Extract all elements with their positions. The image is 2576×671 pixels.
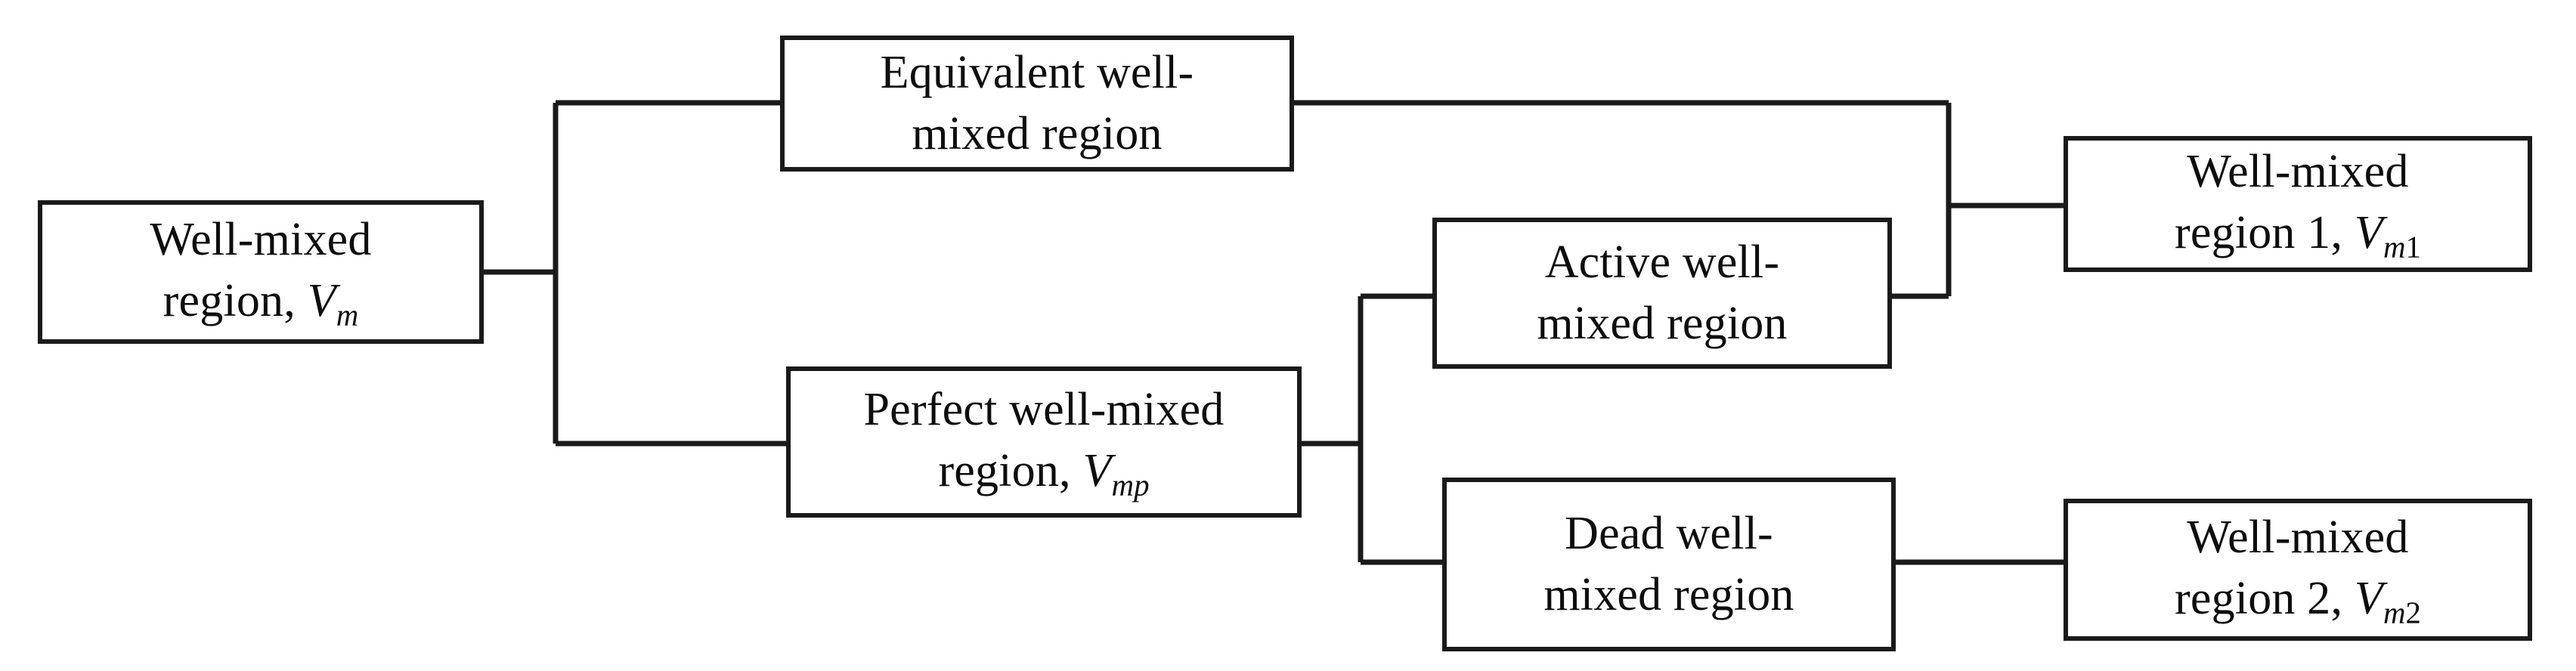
connector-split-from-perfect-well-mixed-region bbox=[1302, 293, 1442, 565]
node-dead-well-mixed-region[interactable]: Dead well-mixed region bbox=[1442, 478, 1896, 651]
symbol-v: V bbox=[307, 274, 336, 326]
node-equivalent-well-mixed-region[interactable]: Equivalent well-mixed region bbox=[780, 36, 1294, 172]
symbol-v: V bbox=[1082, 444, 1112, 496]
node-equivalent-well-mixed-region-label: Equivalent well-mixed region bbox=[880, 47, 1194, 159]
node-active-well-mixed-region-label: Active well-mixed region bbox=[1537, 237, 1788, 349]
subscript-m: m bbox=[336, 297, 359, 332]
subscript-m: m bbox=[2382, 595, 2406, 629]
connector-split-from-well-mixed-region bbox=[484, 100, 786, 447]
symbol-v: V bbox=[2354, 206, 2383, 258]
subscript-index: 1 bbox=[2405, 229, 2421, 264]
symbol-v: V bbox=[2354, 572, 2383, 624]
subscript-m: m bbox=[2382, 229, 2406, 264]
node-dead-well-mixed-region-label: Dead well-mixed region bbox=[1543, 508, 1794, 620]
subscript-mp: mp bbox=[1111, 467, 1150, 502]
subscript-index: 2 bbox=[2405, 595, 2421, 629]
node-active-well-mixed-region[interactable]: Active well-mixed region bbox=[1432, 218, 1892, 369]
